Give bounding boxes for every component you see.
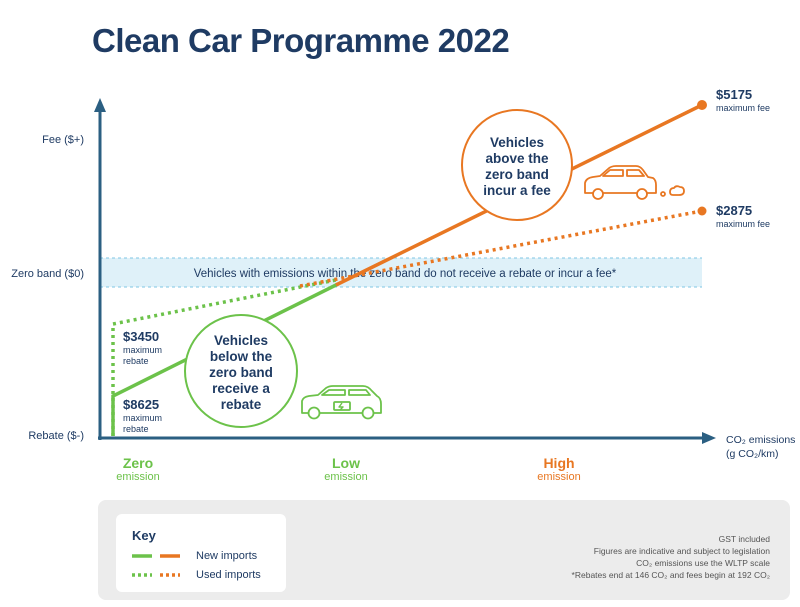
- x-axis-arrow: [702, 432, 716, 444]
- key-used-imports: Used imports: [196, 569, 261, 581]
- key-card: [116, 514, 286, 592]
- note-gst: GST included: [718, 534, 770, 544]
- y-label-rebate: Rebate ($-): [28, 430, 84, 442]
- x-label-line2: (g CO₂/km): [726, 448, 779, 460]
- bubble-above-line4: incur a fee: [483, 183, 551, 198]
- used-rebate-amount: $3450: [123, 329, 159, 344]
- y-axis-arrow: [94, 98, 106, 112]
- category-zero: Zero: [123, 455, 153, 471]
- new-fee-endpoint: [697, 100, 707, 110]
- electric-car-icon: [301, 385, 382, 420]
- bubble-below-line5: rebate: [221, 397, 262, 412]
- zero-band: [100, 258, 702, 287]
- note-rebates-fees: *Rebates end at 146 CO₂ and fees begin a…: [571, 570, 770, 580]
- key-title: Key: [132, 528, 156, 543]
- used-rebate-sub2: rebate: [123, 356, 149, 366]
- new-fee-sub: maximum fee: [716, 103, 770, 113]
- bubble-below-line4: receive a: [212, 381, 270, 396]
- y-label-zero-band: Zero band ($0): [11, 268, 84, 280]
- fee-rebate-chart: Vehicles with emissions within the zero …: [11, 87, 795, 483]
- zero-band-text: Vehicles with emissions within the zero …: [194, 268, 617, 280]
- bubble-below-line1: Vehicles: [214, 333, 268, 348]
- footnotes: GST included Figures are indicative and …: [430, 533, 770, 581]
- new-rebate-sub2: rebate: [123, 424, 149, 434]
- bubble-above-line1: Vehicles: [490, 135, 544, 150]
- category-high-sub: emission: [537, 471, 580, 483]
- bubble-below-zero-band: [184, 314, 298, 428]
- petrol-car-icon: [584, 165, 685, 200]
- bubble-below-line3: zero band: [209, 365, 273, 380]
- bubble-above-line3: zero band: [485, 167, 549, 182]
- new-rebate-sub1: maximum: [123, 413, 162, 423]
- x-label-line1: CO₂ emissions: [726, 434, 795, 446]
- y-label-fee: Fee ($+): [42, 134, 84, 146]
- page-title: Clean Car Programme 2022: [92, 22, 510, 59]
- category-high: High: [543, 455, 574, 471]
- key-new-imports: New imports: [196, 550, 258, 562]
- new-rebate-amount: $8625: [123, 397, 159, 412]
- bubble-above-zero-band: [461, 109, 573, 221]
- category-low-sub: emission: [324, 471, 367, 483]
- bubble-below-line2: below the: [210, 349, 273, 364]
- used-rebate-sub1: maximum: [123, 345, 162, 355]
- used-fee-sub: maximum fee: [716, 219, 770, 229]
- used-fee-amount: $2875: [716, 203, 752, 218]
- bubble-above-line2: above the: [485, 151, 549, 166]
- category-low: Low: [332, 455, 360, 471]
- new-fee-amount: $5175: [716, 87, 752, 102]
- note-wltp: CO₂ emissions use the WLTP scale: [636, 558, 770, 568]
- note-indicative: Figures are indicative and subject to le…: [593, 546, 770, 556]
- used-imports-fee-line: [299, 209, 703, 288]
- used-fee-endpoint: [697, 206, 707, 216]
- category-zero-sub: emission: [116, 471, 159, 483]
